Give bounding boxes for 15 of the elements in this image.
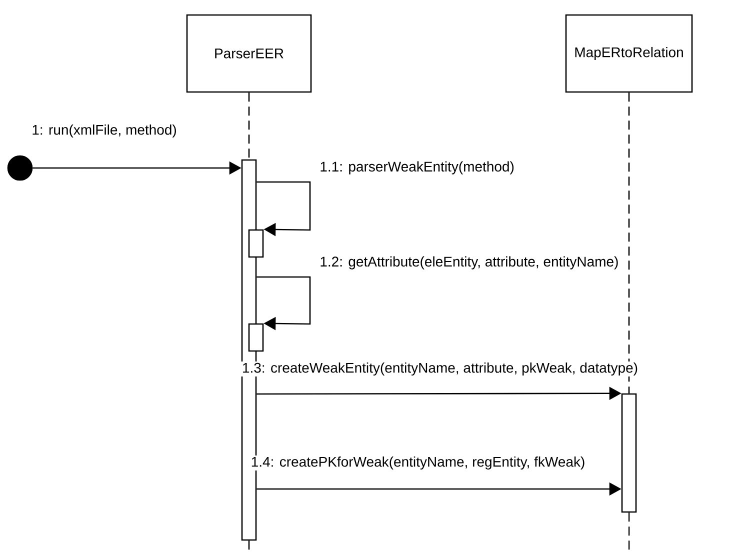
self-message-arrow (256, 181, 311, 236)
activation-bar (621, 393, 637, 513)
lifeline (628, 92, 630, 394)
message-label: 1.1: parserWeakEntity(method) (318, 160, 516, 176)
start-dot (7, 155, 33, 181)
message-label: 1.3: createWeakEntity(entityName, attribute, pkWeak, datatype) (240, 361, 640, 377)
activation-bar (248, 229, 264, 258)
message-label: 1: run(xmlFile, method) (30, 123, 178, 139)
lifeline (248, 92, 250, 160)
message-label: 1.4: createPKforWeak(entityName, regEntity, fkWeak) (250, 455, 586, 471)
message-label: 1.2: getAttribute(eleEntity, attribute, entityName) (318, 255, 620, 270)
self-message-arrow (256, 276, 311, 330)
activation-bar (248, 323, 264, 352)
lifeline-box: ParserEER (186, 14, 312, 93)
lifeline-box: MapERtoRelation (565, 14, 693, 93)
